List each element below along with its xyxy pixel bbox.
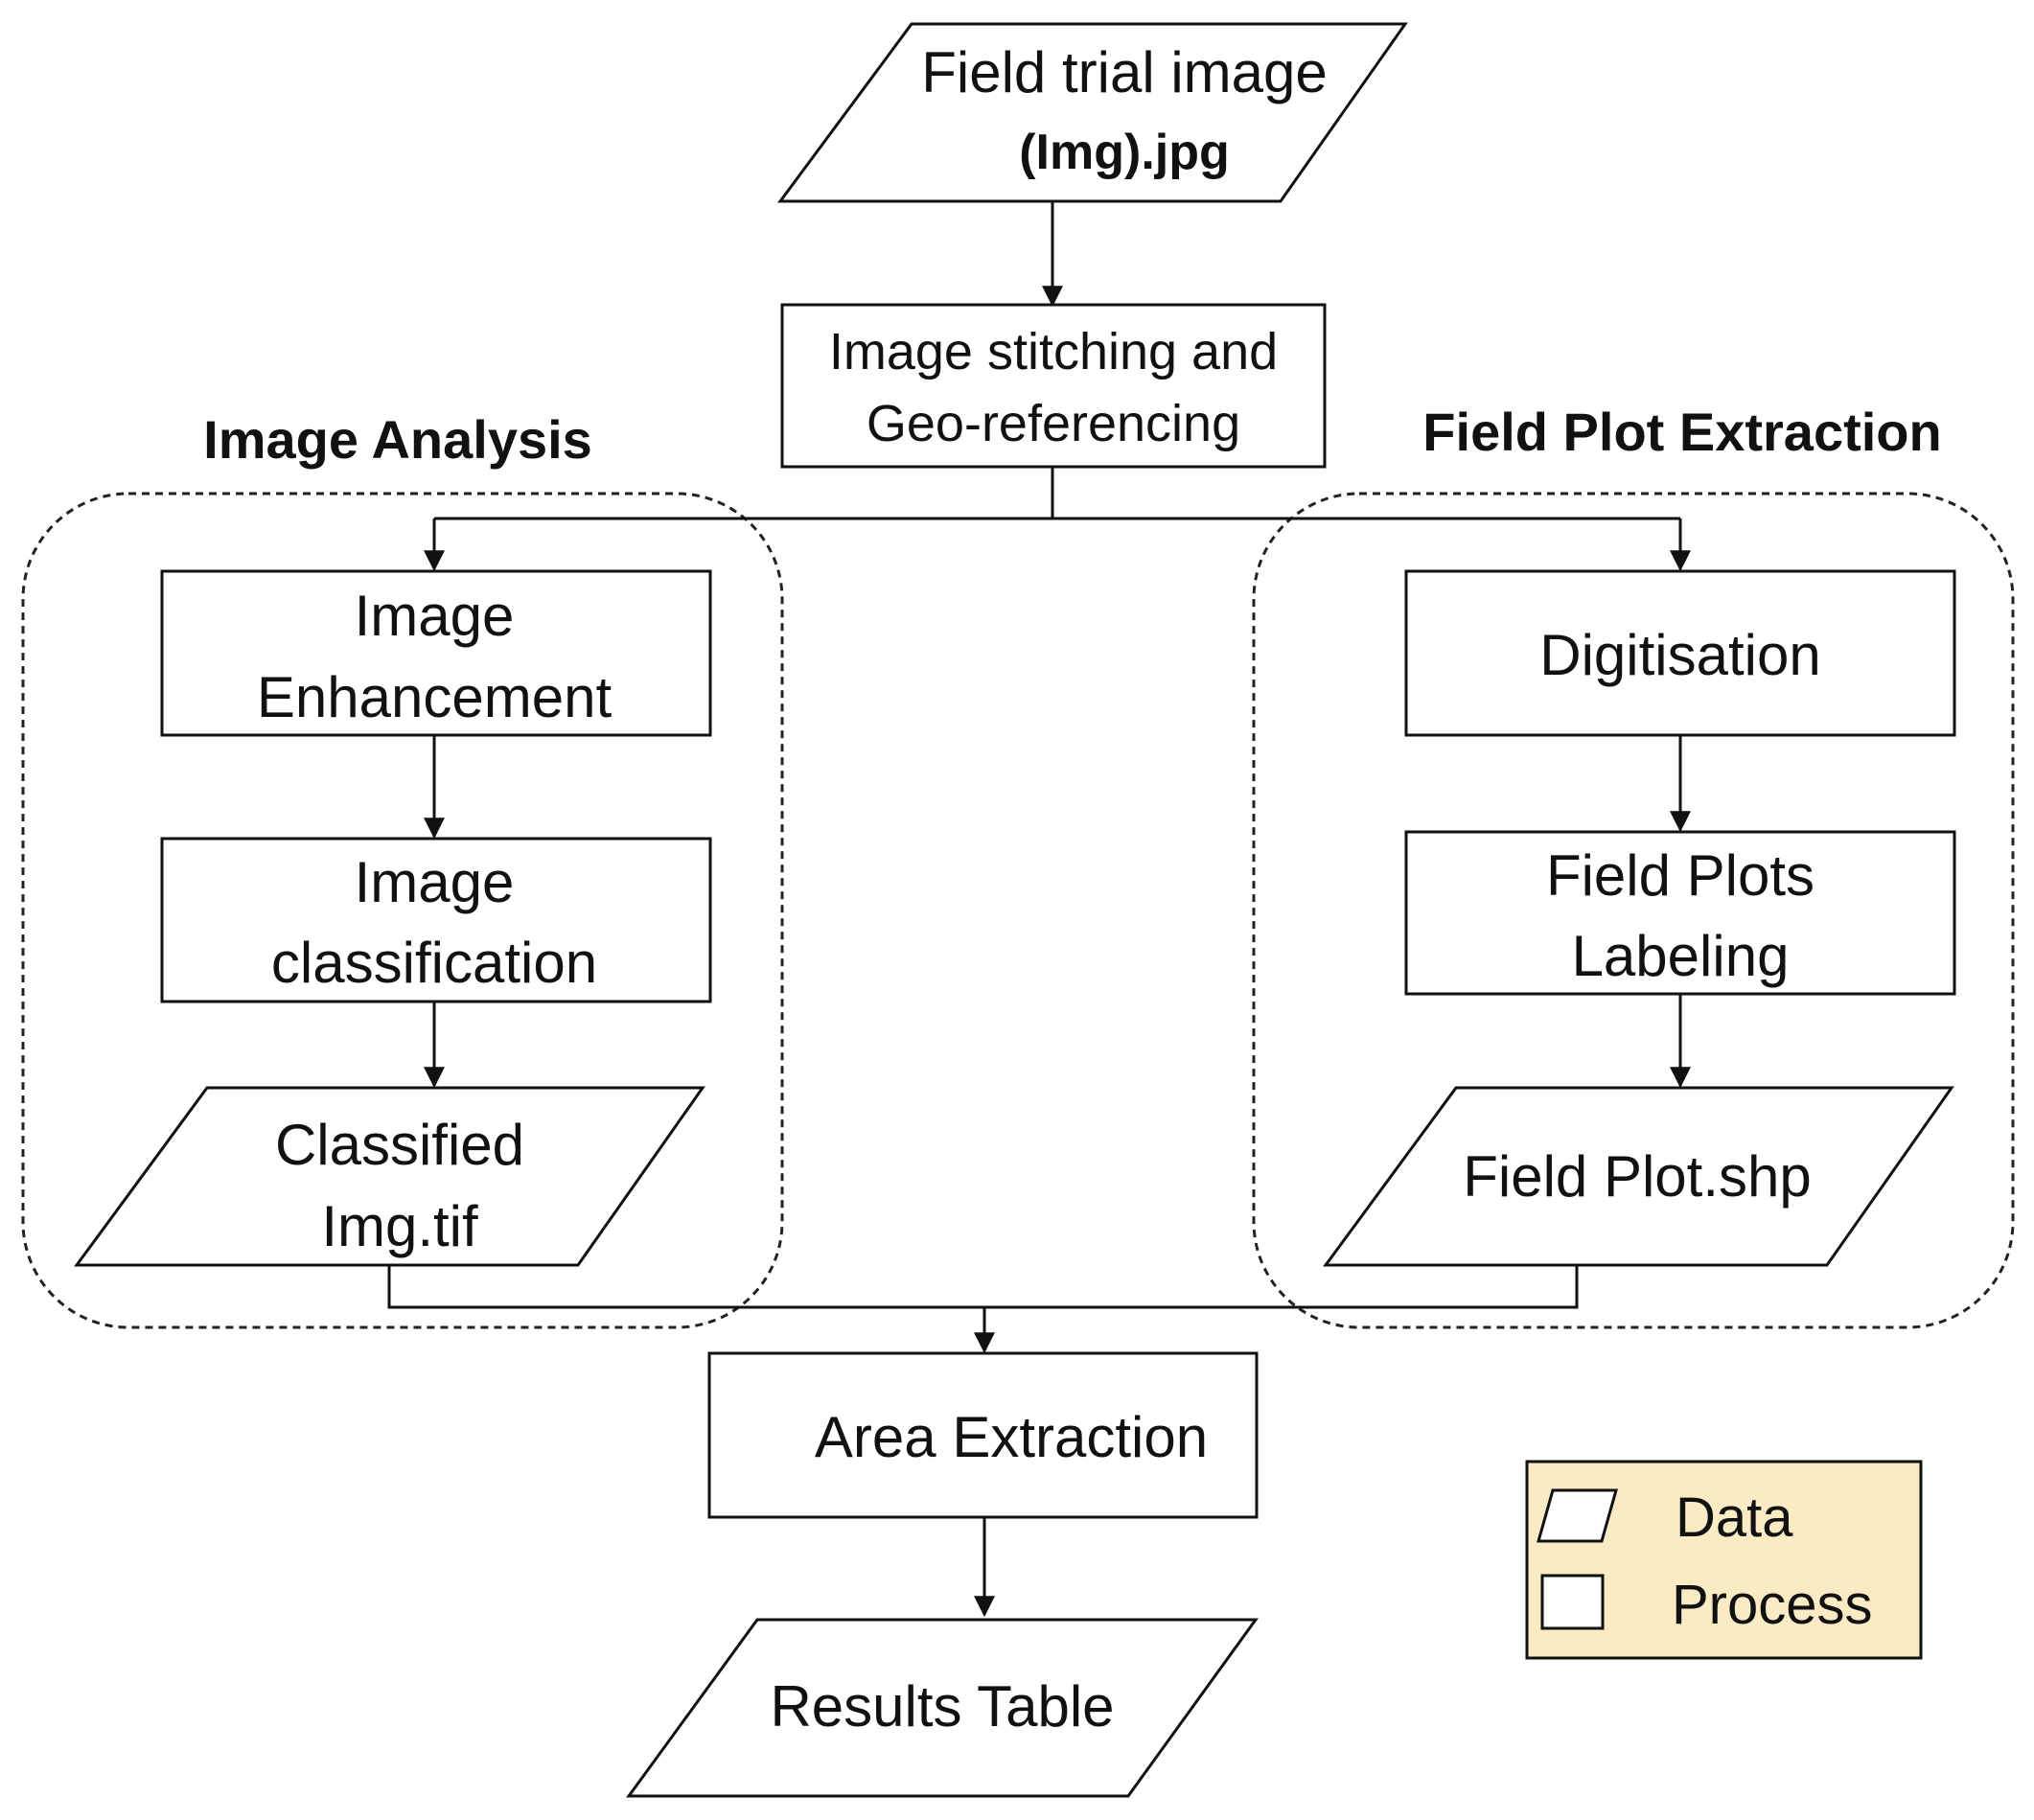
line-classified-to-merge (387, 1265, 1579, 1309)
field-plot-shp-line1: Field Plot.shp (1463, 1144, 1812, 1209)
field-plot-shp-shape (1323, 1086, 1954, 1267)
image-classification-line1: Image (355, 850, 515, 914)
field-plot-extraction-title: Field Plot Extraction (1422, 402, 1941, 462)
image-stitching-shape (780, 303, 1327, 469)
classified-img-line1: Classified (275, 1113, 524, 1177)
results-table-shape (626, 1618, 1259, 1798)
image-stitching-line2: Geo-referencing (867, 395, 1240, 452)
legend-process-label: Process (1672, 1574, 1873, 1636)
image-stitching-line1: Image stitching and (829, 323, 1278, 380)
digitisation-line1: Digitisation (1539, 623, 1820, 687)
legend: Data Process (1525, 1460, 1923, 1660)
field-plots-labeling-shape (1404, 830, 1956, 996)
classified-img-shape (74, 1086, 705, 1267)
legend-data-icon (1537, 1488, 1618, 1543)
image-classification-line2: classification (271, 931, 597, 995)
classified-img-line2: Img.tif (321, 1194, 478, 1258)
image-analysis-title: Image Analysis (203, 409, 592, 470)
area-extraction-shape (707, 1351, 1259, 1519)
area-extraction-line1: Area Extraction (815, 1405, 1208, 1469)
image-classification-shape (160, 837, 712, 1003)
field-trial-image-line1: Field trial image (921, 40, 1328, 104)
connectors (387, 201, 1691, 1618)
legend-process-icon (1540, 1574, 1605, 1630)
legend-data-label: Data (1676, 1486, 1793, 1549)
field-trial-image-line2: (Img).jpg (1019, 125, 1230, 180)
results-table-line1: Results Table (770, 1674, 1114, 1739)
field-trial-image-shape (777, 22, 1408, 203)
field-plots-labeling-line2: Labeling (1572, 924, 1790, 988)
digitisation-shape (1404, 569, 1956, 737)
image-enhancement-shape (160, 569, 712, 737)
image-enhancement-line2: Enhancement (257, 665, 613, 729)
field-plots-labeling-line1: Field Plots (1546, 843, 1814, 908)
field-plot-extraction-group (1252, 492, 2015, 1329)
image-enhancement-line1: Image (355, 584, 515, 648)
image-analysis-group (21, 492, 784, 1329)
